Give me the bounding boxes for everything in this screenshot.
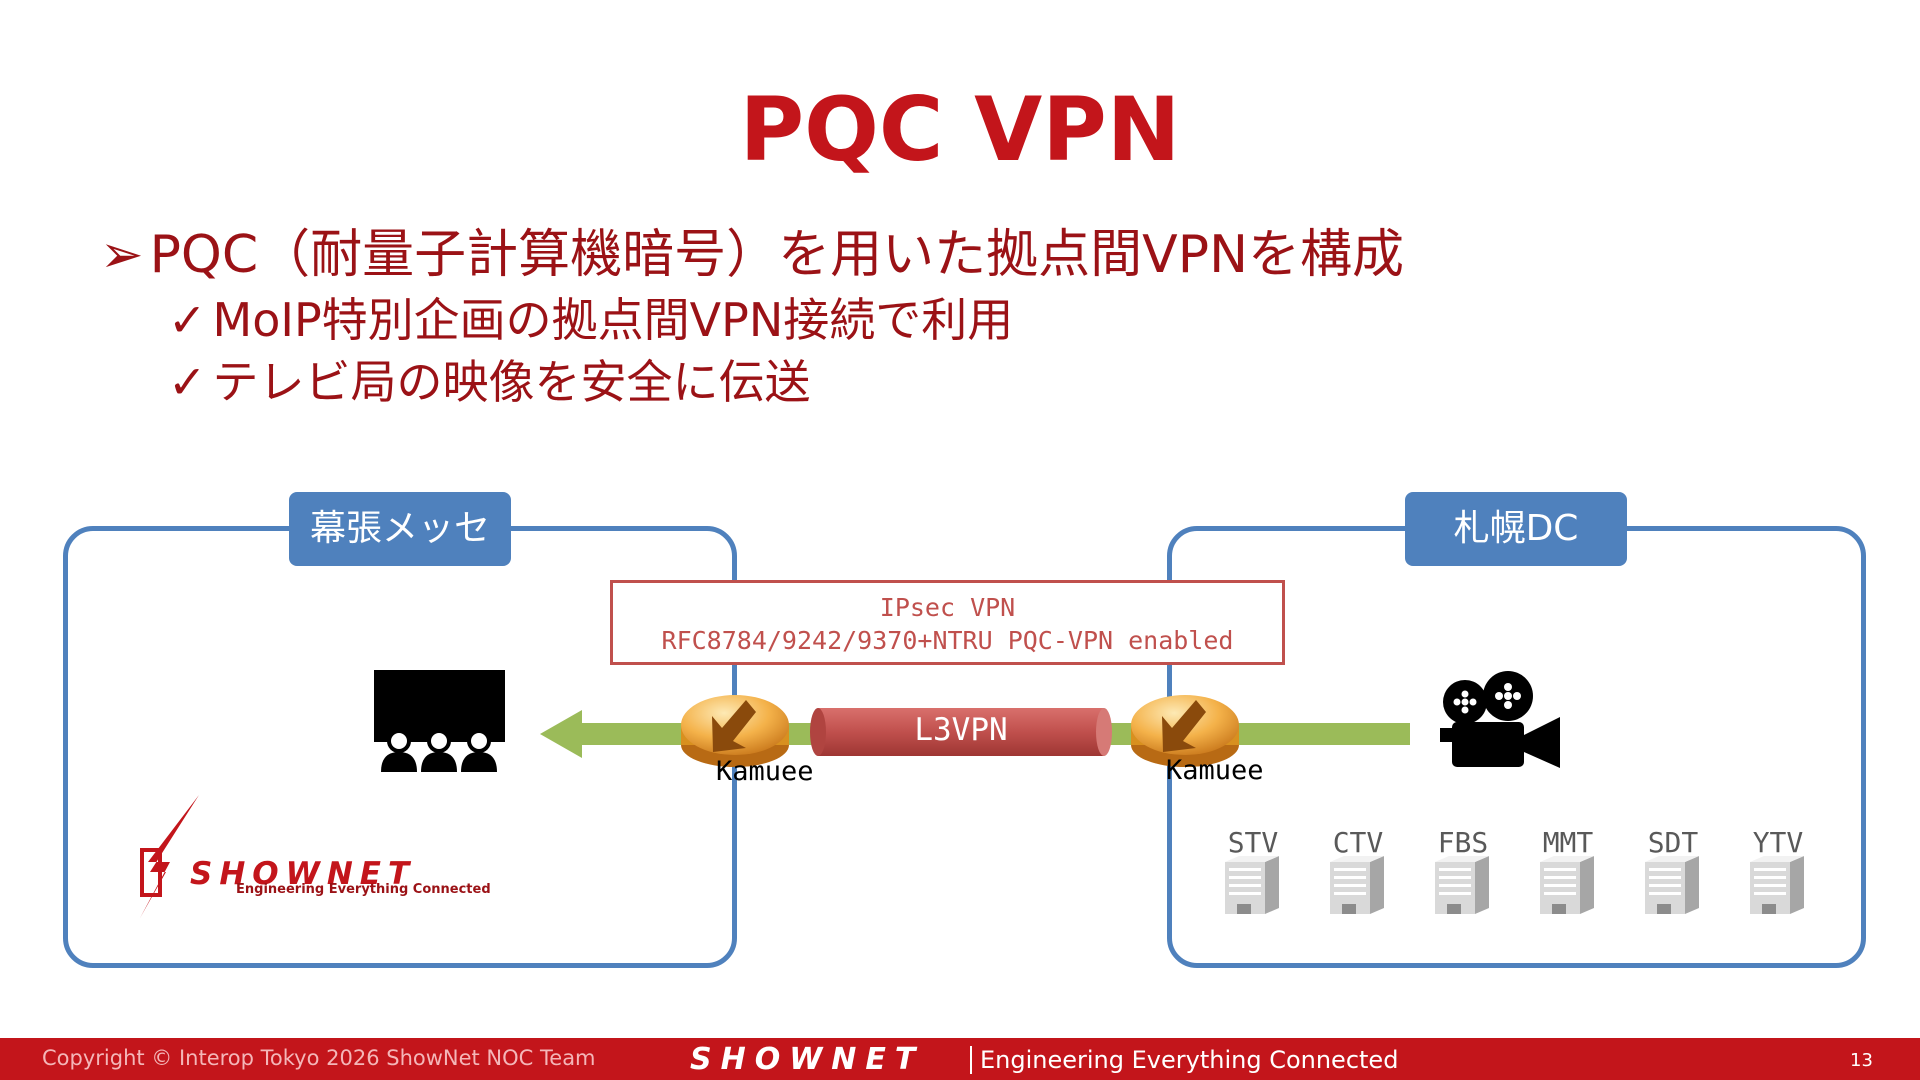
footer-tagline: Engineering Everything Connected <box>970 1046 1398 1074</box>
footer-copyright: Copyright © Interop Tokyo 2026 ShowNet N… <box>42 1046 596 1070</box>
check-icon: ✓ <box>168 355 207 409</box>
tv-station-label: CTV <box>1332 826 1384 859</box>
bullet-main: ➢PQC（耐量子計算機暗号）を用いた拠点間VPNを構成 <box>100 212 1404 287</box>
bullet-sub-2: ✓テレビ局の映像を安全に伝送 <box>168 346 811 412</box>
vpn-box-line1: IPsec VPN <box>879 593 1016 622</box>
tv-station-label: SDT <box>1647 826 1699 859</box>
router-label-left: Kamuee <box>716 756 814 787</box>
movie-camera-icon <box>1440 671 1560 768</box>
router-label-right: Kamuee <box>1166 755 1264 786</box>
logo-tagline: Engineering Everything Connected <box>236 882 491 897</box>
shownet-logo-icon <box>140 795 199 918</box>
footer-brand: SHOWNET <box>690 1042 925 1077</box>
tv-station-label: STV <box>1227 826 1279 859</box>
building-icon <box>1540 856 1594 914</box>
logo-brand: SHOWNET <box>190 856 417 892</box>
router-icon <box>681 695 789 767</box>
footer-bar <box>0 1038 1920 1080</box>
tv-station-label: YTV <box>1752 826 1804 859</box>
bullet-sub-1: ✓MoIP特別企画の拠点間VPN接続で利用 <box>168 284 1013 350</box>
bullet-sub-2-text: テレビ局の映像を安全に伝送 <box>212 355 811 409</box>
building-icon <box>1645 856 1699 914</box>
l3vpn-tunnel <box>810 708 1112 756</box>
tunnel-label: L3VPN <box>914 712 1008 748</box>
building-icon <box>1435 856 1489 914</box>
theater-audience-icon <box>374 670 505 772</box>
page-number: 13 <box>1850 1050 1873 1071</box>
building-icon <box>1750 856 1804 914</box>
ipsec-vpn-box: IPsec VPN RFC8784/9242/9370+NTRU PQC-VPN… <box>610 580 1285 665</box>
bullet-sub-1-text: MoIP特別企画の拠点間VPN接続で利用 <box>212 293 1014 347</box>
router-icon <box>1131 695 1239 767</box>
tv-station-label: FBS <box>1437 826 1489 859</box>
check-icon: ✓ <box>168 293 207 347</box>
building-icon <box>1225 856 1279 914</box>
vpn-box-line2: RFC8784/9242/9370+NTRU PQC-VPN enabled <box>661 626 1234 655</box>
right-site-label: 札幌DC <box>1405 492 1627 566</box>
arrow-bullet-icon: ➢ <box>100 225 144 285</box>
building-icon <box>1330 856 1384 914</box>
slide-title: PQC VPN <box>739 78 1181 181</box>
tv-station-label: MMT <box>1542 826 1594 859</box>
bullet-main-text: PQC（耐量子計算機暗号）を用いた拠点間VPNを構成 <box>149 225 1405 285</box>
left-site-label: 幕張メッセ <box>289 492 511 566</box>
